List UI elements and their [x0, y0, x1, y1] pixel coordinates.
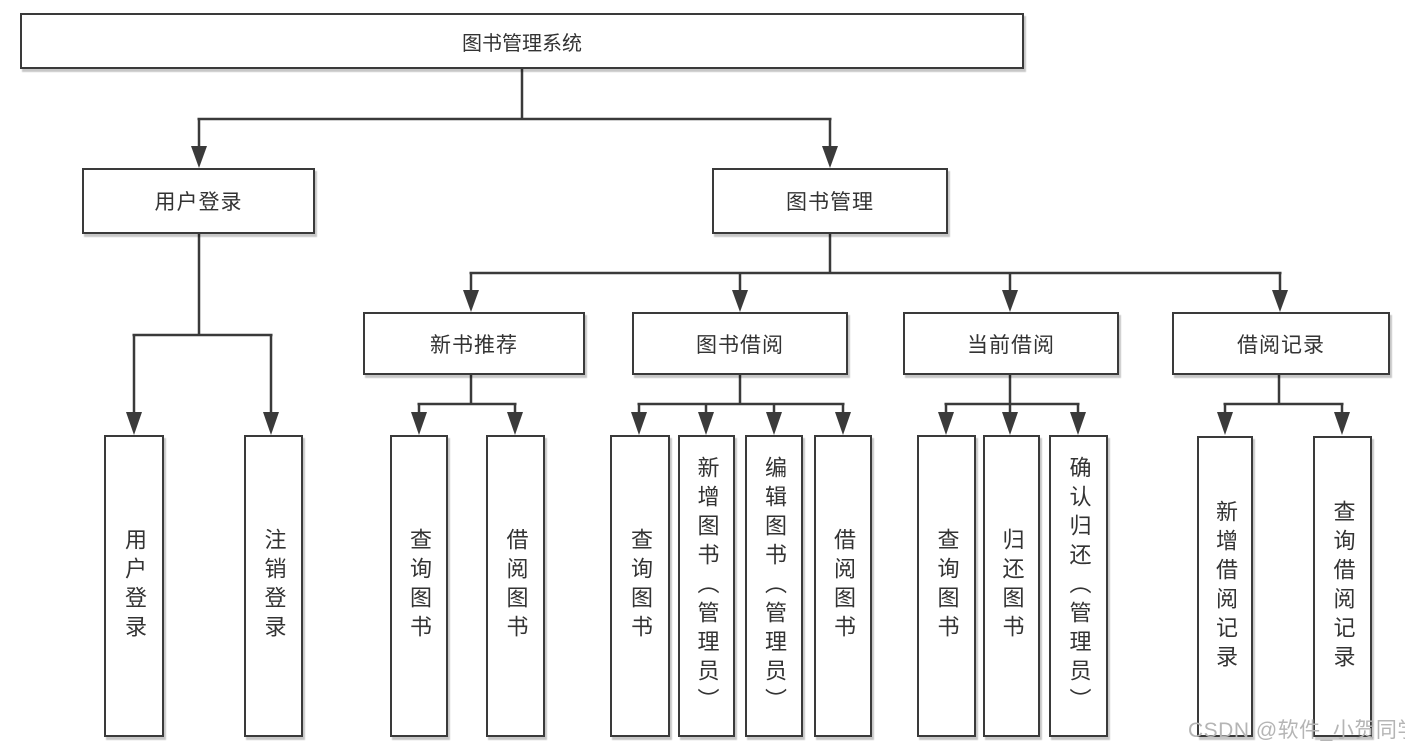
- node-new-book-recommendation: 新书推荐: [363, 312, 585, 375]
- arrowheads-borrowing-leaves: [631, 412, 851, 435]
- arrowheads-newbooks-leaves: [411, 412, 523, 435]
- leaf-label: 新增借阅记录: [1213, 499, 1238, 674]
- leaf-label: 用户登录: [122, 528, 147, 644]
- connector-records-to-leaves: [1223, 375, 1344, 416]
- node-label: 用户登录: [154, 191, 243, 214]
- leaf-label: 新增图书（管理员）: [694, 455, 720, 717]
- leaf-label: 借阅图书: [503, 528, 529, 644]
- arrowheads-level3: [463, 290, 1288, 312]
- connector-root-to-level2: [197, 68, 832, 150]
- connector-bookmgmt-to-level3: [469, 234, 1282, 293]
- leaf-logout: 注销登录: [244, 435, 303, 737]
- leaf-query-books-current: 查询图书: [917, 435, 976, 737]
- connector-current-to-leaves: [944, 375, 1080, 416]
- leaf-label: 查询借阅记录: [1330, 499, 1356, 674]
- node-label: 图书借阅: [696, 333, 784, 357]
- leaf-add-borrow-record: 新增借阅记录: [1197, 436, 1253, 737]
- connector-newbooks-to-leaves: [417, 375, 517, 416]
- arrowheads-records-leaves: [1217, 412, 1350, 435]
- leaf-label: 查询图书: [628, 528, 653, 644]
- leaf-query-books-borrowing: 查询图书: [610, 435, 670, 737]
- node-label: 借阅记录: [1237, 333, 1325, 357]
- connector-borrowing-to-leaves: [637, 375, 845, 416]
- node-label: 图书管理: [786, 191, 874, 214]
- node-current-borrowing: 当前借阅: [903, 312, 1119, 375]
- leaf-label: 查询图书: [407, 528, 432, 644]
- csdn-watermark: CSDN @软件_小贺同学: [1188, 719, 1405, 742]
- leaf-label: 编辑图书（管理员）: [762, 455, 787, 717]
- leaf-query-books-newbooks: 查询图书: [390, 435, 448, 737]
- node-borrowing-records: 借阅记录: [1172, 312, 1390, 375]
- arrowheads-level2: [191, 146, 838, 168]
- node-label: 新书推荐: [430, 333, 518, 357]
- arrowheads-userlogin-leaves: [126, 412, 279, 435]
- node-book-management-branch: 图书管理: [712, 168, 948, 234]
- leaf-borrow-books-newbooks: 借阅图书: [486, 435, 545, 737]
- leaf-label: 注销登录: [261, 528, 287, 644]
- leaf-label: 查询图书: [934, 528, 960, 644]
- leaf-add-books-admin: 新增图书（管理员）: [678, 435, 735, 737]
- leaf-borrow-books-borrowing: 借阅图书: [814, 435, 872, 737]
- leaf-return-books: 归还图书: [983, 435, 1040, 737]
- node-label: 图书管理系统: [462, 32, 582, 55]
- connector-userlogin-to-leaves: [132, 234, 273, 416]
- node-library-management-system: 图书管理系统: [20, 13, 1024, 69]
- leaf-confirm-return-admin: 确认归还（管理员）: [1049, 435, 1108, 737]
- leaf-query-borrow-record: 查询借阅记录: [1313, 436, 1372, 737]
- node-user-login-branch: 用户登录: [82, 168, 315, 234]
- leaf-label: 确认归还（管理员）: [1066, 455, 1092, 717]
- leaf-label: 借阅图书: [831, 528, 856, 644]
- leaf-label: 归还图书: [999, 528, 1025, 644]
- leaf-user-login: 用户登录: [104, 435, 164, 737]
- node-label: 当前借阅: [967, 333, 1055, 357]
- leaf-edit-books-admin: 编辑图书（管理员）: [745, 435, 803, 737]
- arrowheads-current-leaves: [938, 412, 1086, 435]
- node-book-borrowing: 图书借阅: [632, 312, 848, 375]
